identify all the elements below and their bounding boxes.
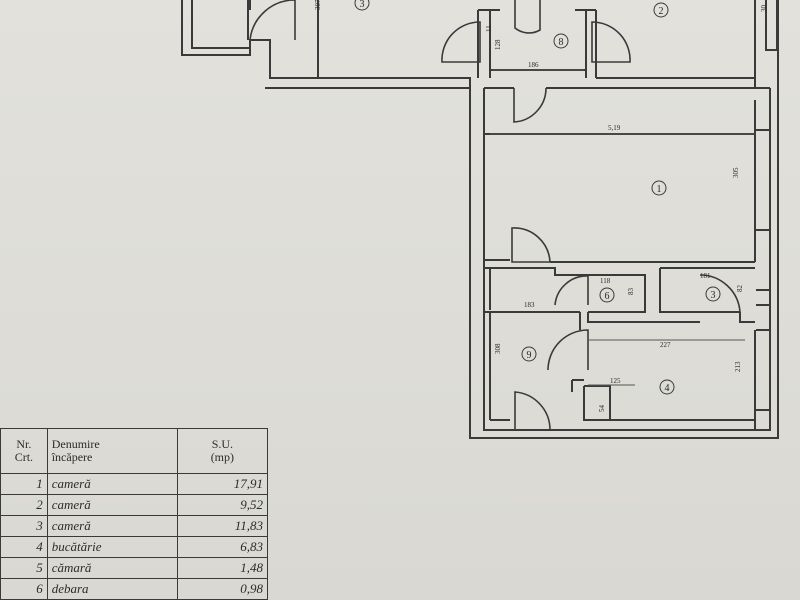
dim-label-118: 118 — [600, 277, 611, 285]
cell-nr: 1 — [0, 473, 48, 495]
cell-nr: 5 — [0, 557, 48, 579]
wall-kitchen-notch — [571, 379, 584, 392]
header-name-line2: încăpere — [51, 450, 93, 464]
door-arc-room8-left — [441, 21, 481, 63]
room-marker-9 — [521, 346, 537, 362]
dim-label-307: 307 — [314, 0, 322, 10]
cell-name: cameră — [46, 515, 178, 537]
cell-su: 1,48 — [176, 557, 269, 579]
table-row: 4 bucătărie 6,83 — [0, 536, 269, 558]
door-arc-room1 — [513, 87, 547, 123]
wall-room5 — [659, 267, 755, 313]
cell-name: cămară — [46, 557, 178, 579]
wall-room8-right — [585, 10, 597, 78]
room-marker-2 — [653, 2, 669, 18]
window-marks-right — [756, 129, 770, 411]
room-marker-8 — [553, 33, 569, 49]
room-marker-3 — [705, 286, 721, 302]
wall-top-left-wing — [181, 0, 471, 90]
room-number-4: 4 — [665, 383, 670, 394]
wall-kitchen-pillar — [583, 385, 611, 421]
room-marker-4 — [659, 379, 675, 395]
room-number-3: 3 — [711, 290, 716, 301]
room-area-table: Nr. Crt. Denumire încăpere S.U. (mp) 1 c… — [0, 428, 269, 600]
header-nr: Nr. Crt. — [0, 428, 48, 474]
cell-su: 9,52 — [176, 494, 269, 516]
cell-name: bucătărie — [46, 536, 178, 558]
wall-central-inner — [483, 88, 771, 431]
cell-nr: 6 — [0, 578, 48, 600]
header-name-line1: Denumire — [51, 437, 100, 451]
room-number-2: 2 — [659, 6, 664, 17]
wall-hall-lower-left — [484, 268, 580, 313]
room-number-6: 6 — [605, 291, 610, 302]
cell-su: 6,83 — [176, 536, 269, 558]
dim-label-54: 54 — [598, 405, 606, 413]
dim-label-227: 227 — [660, 341, 671, 349]
wall-kitchen-top — [587, 312, 755, 323]
cell-name: cameră — [46, 494, 178, 516]
dim-label-186: 186 — [528, 61, 539, 69]
room-number-9: 9 — [527, 350, 532, 361]
header-nr-line1: Nr. — [16, 437, 32, 451]
door-arc-room8-right — [591, 21, 631, 63]
wall-room1-bottom — [484, 259, 755, 263]
door-arc-room6 — [554, 275, 589, 306]
table-row: 6 debara 0,98 — [0, 578, 269, 600]
wall-room2 — [596, 0, 756, 79]
table-header-row: Nr. Crt. Denumire încăpere S.U. (mp) — [0, 428, 269, 474]
room-marker-6 — [599, 287, 615, 303]
door-arc-kitchen — [547, 329, 589, 371]
dim-label-125: 125 — [610, 377, 621, 385]
wall-room9 — [489, 312, 510, 421]
room-number-8: 8 — [559, 37, 564, 48]
table-row: 2 cameră 9,52 — [0, 494, 269, 516]
dim-label-82: 82 — [736, 285, 744, 293]
cell-nr: 3 — [0, 515, 48, 537]
room-marker-1 — [651, 180, 667, 196]
dim-label-308: 308 — [494, 343, 502, 354]
dim-label-top: 30 — [760, 5, 768, 13]
wall-central-outer — [469, 0, 779, 439]
door-arc-entrance — [514, 391, 551, 431]
cell-su: 11,83 — [176, 515, 269, 537]
room-number-1: 1 — [657, 184, 662, 195]
dim-label-128: 128 — [494, 39, 502, 50]
dim-label-183: 183 — [524, 301, 535, 309]
door-arc-hall — [511, 227, 551, 263]
header-su-line1: S.U. — [211, 437, 234, 451]
table-row: 1 cameră 17,91 — [0, 473, 269, 495]
dim-label-83: 83 — [627, 288, 635, 296]
cell-name: cameră — [46, 473, 178, 495]
cell-su: 17,91 — [176, 473, 269, 495]
table-row: 3 cameră 11,83 — [0, 515, 269, 537]
wall-top-left-inner — [191, 0, 250, 49]
header-su: S.U. (mp) — [176, 428, 269, 474]
cell-nr: 4 — [0, 536, 48, 558]
wall-top-left-stub — [247, 0, 251, 40]
dim-label-519: 5,19 — [608, 124, 621, 132]
cell-name: debara — [46, 578, 178, 600]
cell-nr: 2 — [0, 494, 48, 516]
door-arc-top-left — [249, 0, 296, 41]
header-nr-line2: Crt. — [14, 450, 34, 464]
dim-label-11: 11 — [485, 25, 493, 32]
header-su-line2: (mp) — [210, 450, 235, 464]
door-arc-room5 — [699, 274, 741, 313]
room-number-3b: 3 — [360, 0, 365, 10]
room-marker-3b — [354, 0, 370, 11]
dim-label-305: 305 — [732, 167, 740, 178]
wall-room6 — [484, 267, 646, 313]
header-name: Denumire încăpere — [46, 428, 178, 474]
door-arc-room8-top — [514, 0, 541, 34]
table-row: 5 cămară 1,48 — [0, 557, 269, 579]
dim-label-213: 213 — [734, 361, 742, 372]
cell-su: 0,98 — [176, 578, 269, 600]
dim-label-181: 181 — [700, 272, 711, 280]
